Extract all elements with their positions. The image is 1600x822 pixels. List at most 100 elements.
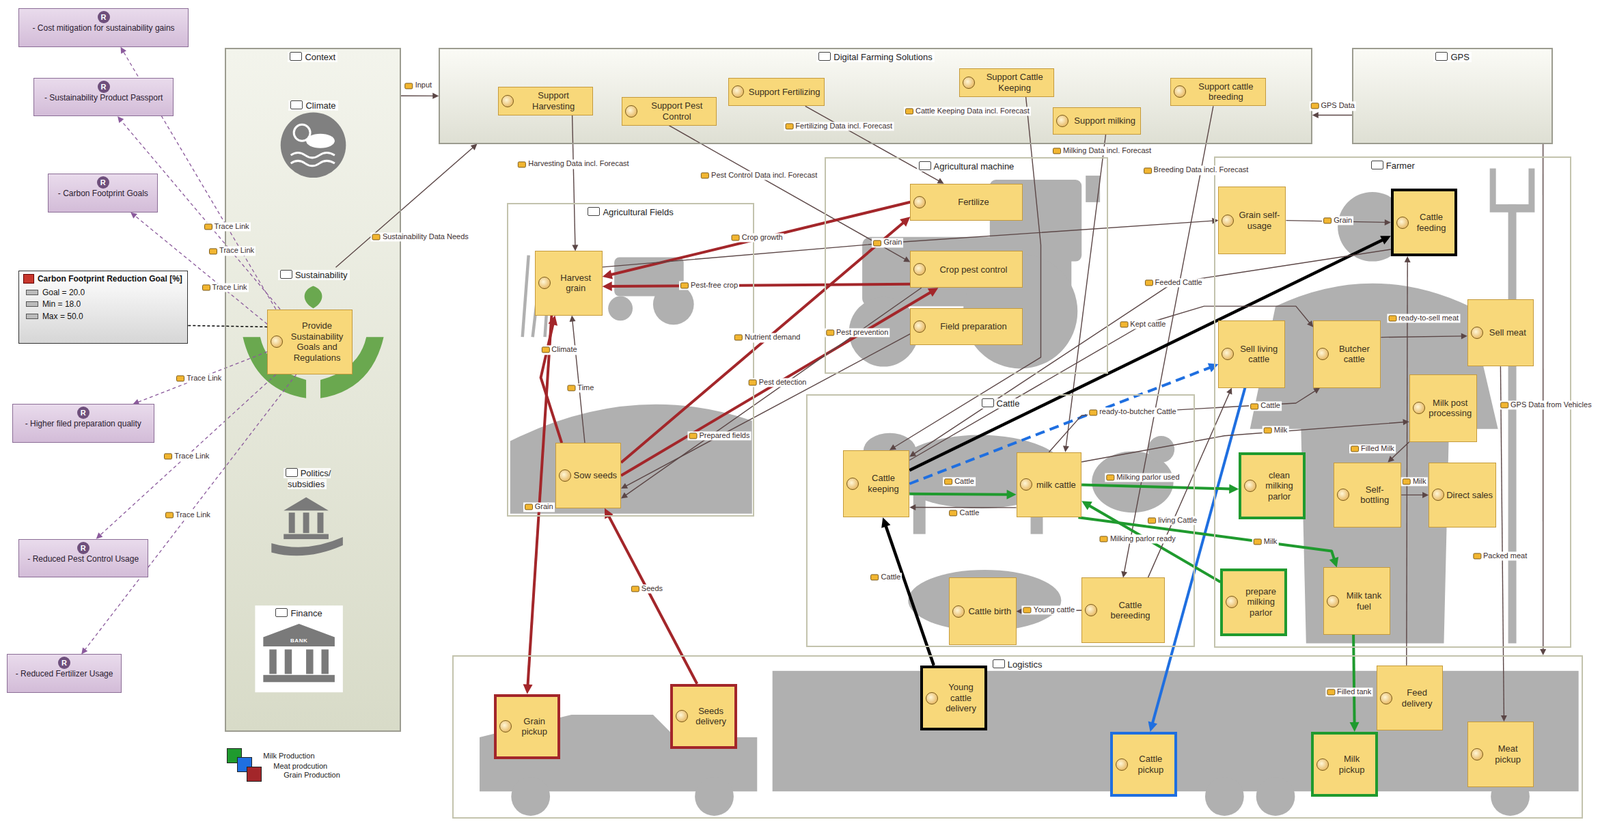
requirement-icon-row: R bbox=[17, 406, 150, 419]
connector-line bbox=[668, 125, 906, 260]
activity-box: milk cattle bbox=[1016, 452, 1083, 518]
connector-line bbox=[1500, 366, 1504, 716]
box-label: Fertilize bbox=[957, 196, 990, 208]
pin-icon bbox=[748, 379, 757, 386]
goal-table: Carbon Footprint Reduction Goal [%]Goal … bbox=[18, 270, 188, 345]
pin-icon bbox=[680, 282, 689, 289]
container-header: Farmer bbox=[1215, 160, 1570, 172]
element-icon bbox=[925, 692, 939, 705]
goal-header: Carbon Footprint Reduction Goal [%] bbox=[23, 273, 184, 284]
box-label: Crop pest control bbox=[939, 264, 1008, 276]
connector-line bbox=[886, 526, 934, 666]
finance-tile bbox=[254, 605, 343, 693]
arrowhead bbox=[1349, 722, 1360, 732]
requirement-icon: R bbox=[97, 176, 110, 189]
element-icon bbox=[913, 196, 926, 209]
container-title: Context bbox=[304, 51, 336, 63]
edge-label-patch: Pest detection bbox=[747, 378, 809, 388]
activity-box: Field preparation bbox=[909, 308, 1023, 346]
pin-icon bbox=[784, 123, 794, 130]
edge-label-patch: Pest Control Data incl. Forecast bbox=[699, 170, 819, 180]
element-icon bbox=[913, 320, 926, 333]
pin-icon bbox=[1402, 478, 1411, 485]
edge-label: Filled tank bbox=[1336, 687, 1372, 697]
connector-line bbox=[608, 515, 697, 684]
edge-label: Cattle bbox=[959, 508, 980, 518]
goal-row: Max = 50.0 bbox=[25, 311, 184, 322]
connector bbox=[132, 351, 268, 406]
activity-box: Grain self-usage bbox=[1218, 186, 1286, 255]
arrowhead bbox=[1422, 491, 1429, 499]
pin-icon bbox=[517, 161, 527, 168]
edge-label-patch: Pest-free crop bbox=[679, 281, 740, 291]
edge-label-patch: Prepared fields bbox=[687, 431, 752, 440]
edge-label-patch: Milking Data incl. Forecast bbox=[1051, 146, 1153, 156]
connector-line bbox=[1124, 105, 1214, 572]
box-label: prepare milking parlor bbox=[1239, 586, 1282, 619]
arrowhead bbox=[1229, 483, 1239, 494]
goal-value: Max = 50.0 bbox=[42, 311, 84, 322]
requirement-icon-row: R bbox=[23, 541, 144, 555]
edge-label-patch: Milking parlor used bbox=[1104, 472, 1181, 482]
pin-icon bbox=[1472, 553, 1482, 560]
support-activity-box: Support Cattle Keeping bbox=[959, 68, 1055, 98]
arrowhead bbox=[1226, 388, 1232, 395]
element-icon bbox=[1316, 758, 1329, 771]
box-label: Support milking bbox=[1073, 115, 1136, 127]
arrowhead bbox=[621, 483, 628, 489]
container-header: Finance bbox=[254, 608, 343, 619]
arrowhead bbox=[909, 450, 917, 458]
pin-icon bbox=[1143, 167, 1152, 174]
element-icon bbox=[1115, 758, 1128, 771]
arrowhead bbox=[909, 504, 916, 511]
legend-text: Milk Production bbox=[263, 751, 315, 761]
connector-line bbox=[909, 306, 1310, 460]
arrowhead bbox=[523, 683, 533, 694]
arrowhead bbox=[1387, 455, 1395, 462]
arrowhead bbox=[899, 216, 910, 227]
edge-label-patch: Filled tank bbox=[1325, 687, 1373, 697]
element-icon bbox=[1412, 401, 1426, 415]
edge-label: Trace Link bbox=[186, 374, 222, 384]
connector-line bbox=[621, 292, 931, 476]
pin-icon bbox=[1052, 148, 1061, 155]
edge-label-patch: Trace Link bbox=[163, 511, 212, 520]
edge-label-patch: Fertilizing Data incl. Forecast bbox=[783, 122, 894, 132]
arrowhead bbox=[96, 532, 104, 539]
header-wrap: Context bbox=[287, 51, 338, 63]
activity-box: Butcher cattle bbox=[1313, 320, 1381, 389]
connector bbox=[602, 281, 911, 292]
connector bbox=[187, 325, 268, 327]
edge-label: Harvesting Data incl. Forecast bbox=[528, 159, 629, 169]
activity-box: Cattle feeding bbox=[1390, 188, 1458, 257]
requirement-icon-row: R bbox=[23, 10, 184, 24]
box-label: Meat pickup bbox=[1485, 743, 1531, 765]
support-activity-box: Support Pest Control bbox=[621, 97, 717, 126]
context-element: Climate bbox=[267, 97, 359, 185]
element-icon bbox=[558, 469, 572, 482]
element-icon bbox=[1380, 692, 1393, 705]
edge-label: Cattle bbox=[881, 573, 902, 583]
arrowhead bbox=[1384, 219, 1391, 226]
element-icon bbox=[952, 605, 965, 618]
icon-text: BANK bbox=[290, 636, 308, 643]
requirement-box: R- Cost mitigation for sustainability ga… bbox=[18, 8, 189, 48]
requirement-icon: R bbox=[97, 80, 110, 93]
edge-label-patch: ready-to-butcher Cattle bbox=[1087, 407, 1178, 417]
connector-line bbox=[1380, 336, 1462, 338]
element-icon bbox=[1336, 488, 1350, 501]
free-label: Climate bbox=[551, 345, 577, 355]
edge-label: GPS Data bbox=[1320, 101, 1355, 111]
arrowhead bbox=[569, 315, 576, 322]
header-wrap: Cattle bbox=[979, 398, 1023, 409]
connector bbox=[571, 115, 578, 252]
connector-line bbox=[336, 147, 474, 268]
element-icon bbox=[962, 76, 975, 89]
edge-label-patch: Trace Link bbox=[207, 246, 256, 256]
connector-line bbox=[1048, 390, 1316, 453]
connector bbox=[1048, 388, 1320, 453]
pin-icon bbox=[1119, 321, 1128, 328]
arrowhead bbox=[1306, 320, 1314, 328]
pin-icon bbox=[1147, 517, 1156, 524]
